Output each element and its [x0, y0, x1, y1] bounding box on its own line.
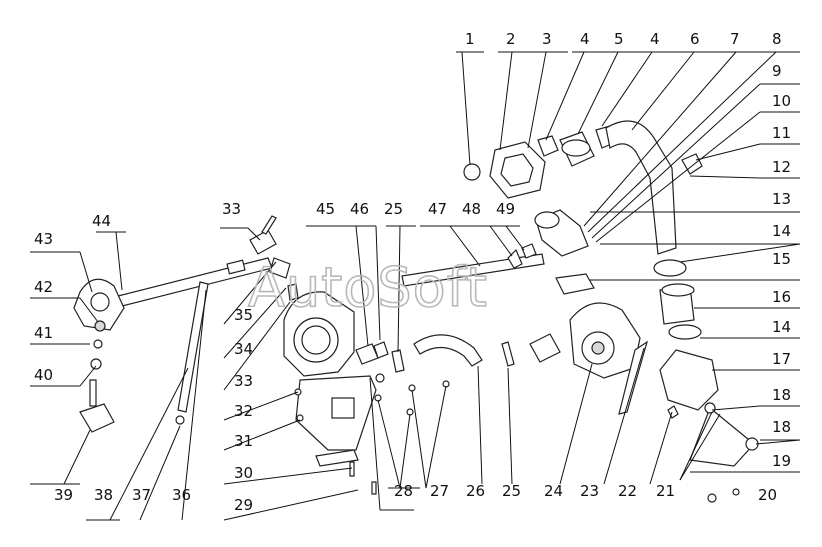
callout-7: 7: [730, 30, 740, 48]
callout-47: 47: [428, 200, 447, 218]
callout-34: 34: [234, 340, 253, 358]
callout-36: 36: [172, 486, 191, 504]
callout-8: 8: [772, 30, 782, 48]
callout-27: 27: [430, 482, 449, 500]
callout-35: 35: [234, 306, 253, 324]
callout-33b: 33: [222, 200, 241, 218]
callout-1: 1: [465, 30, 475, 48]
leader-lines: [30, 51, 801, 521]
callout-25: 25: [502, 482, 521, 500]
callout-23: 23: [580, 482, 599, 500]
callout-20: 20: [758, 486, 777, 504]
callout-32: 32: [234, 402, 253, 420]
callout-28: 28: [394, 482, 413, 500]
callout-24: 24: [544, 482, 563, 500]
callout-26: 26: [466, 482, 485, 500]
callout-15: 15: [772, 250, 791, 268]
callout-9: 9: [772, 62, 782, 80]
callout-5: 5: [614, 30, 624, 48]
watermark: AutoSoft: [248, 256, 488, 319]
callout-42: 42: [34, 278, 53, 296]
callout-21: 21: [656, 482, 675, 500]
callout-41: 41: [34, 324, 53, 342]
callout-18b: 18: [772, 418, 791, 436]
callout-19: 19: [772, 452, 791, 470]
callout-31: 31: [234, 432, 253, 450]
callout-49: 49: [496, 200, 515, 218]
callout-46: 46: [350, 200, 369, 218]
callout-13: 13: [772, 190, 791, 208]
callout-40: 40: [34, 366, 53, 384]
callout-39: 39: [54, 486, 73, 504]
callout-14b: 14: [772, 318, 791, 336]
callout-44: 44: [92, 212, 111, 230]
callout-11: 11: [772, 124, 791, 142]
callout-38: 38: [94, 486, 113, 504]
callout-3: 3: [542, 30, 552, 48]
callout-33: 33: [234, 372, 253, 390]
callout-labels: 1 2 3 4 5 4 6 7 8 9 10 11 12 13 14 15 16…: [34, 30, 791, 514]
callout-16: 16: [772, 288, 791, 306]
callout-12: 12: [772, 158, 791, 176]
callout-6: 6: [690, 30, 700, 48]
callout-18: 18: [772, 386, 791, 404]
callout-25b: 25: [384, 200, 403, 218]
callout-14: 14: [772, 222, 791, 240]
callout-17: 17: [772, 350, 791, 368]
callout-10: 10: [772, 92, 791, 110]
callout-22: 22: [618, 482, 637, 500]
callout-29: 29: [234, 496, 253, 514]
callout-43: 43: [34, 230, 53, 248]
callout-4: 4: [580, 30, 590, 48]
parts-artwork: [73, 120, 759, 503]
callout-48: 48: [462, 200, 481, 218]
callout-45: 45: [316, 200, 335, 218]
callout-2: 2: [506, 30, 516, 48]
callout-37: 37: [132, 486, 151, 504]
callout-30: 30: [234, 464, 253, 482]
callout-4b: 4: [650, 30, 660, 48]
